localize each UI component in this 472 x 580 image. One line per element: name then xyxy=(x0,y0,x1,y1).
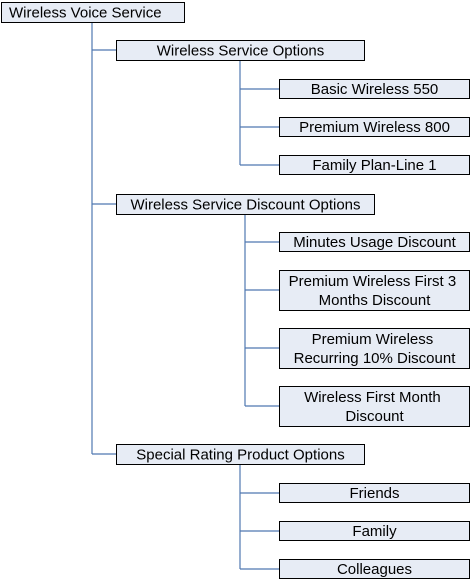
node-wireless-service-discount-options-label: Wireless Service Discount Options xyxy=(130,197,360,214)
node-minutes-usage-discount: Minutes Usage Discount xyxy=(279,232,470,252)
node-wireless-service-options: Wireless Service Options xyxy=(116,40,365,61)
node-family-plan-line-1-label: Family Plan-Line 1 xyxy=(312,157,436,174)
node-family-label: Family xyxy=(352,523,397,540)
connector-lines xyxy=(91,22,279,570)
node-wireless-service-options-label: Wireless Service Options xyxy=(157,43,325,60)
node-friends: Friends xyxy=(279,483,470,503)
node-wireless-first-month-discount-label: Wireless First Month Discount xyxy=(304,389,445,425)
node-premium-wireless-800: Premium Wireless 800 xyxy=(279,117,470,137)
node-special-rating-product-options: Special Rating Product Options xyxy=(116,444,365,465)
node-wireless-first-month-discount: Wireless First Month Discount xyxy=(279,386,470,427)
node-family: Family xyxy=(279,521,470,541)
node-root-label: Wireless Voice Service xyxy=(9,5,162,22)
node-premium-wireless-800-label: Premium Wireless 800 xyxy=(299,119,450,136)
node-premium-wireless-first-3-months-discount: Premium Wireless First 3 Months Discount xyxy=(279,270,470,311)
node-family-plan-line-1: Family Plan-Line 1 xyxy=(279,155,470,175)
node-basic-wireless-550: Basic Wireless 550 xyxy=(279,79,470,99)
node-friends-label: Friends xyxy=(349,485,399,502)
node-wireless-service-discount-options: Wireless Service Discount Options xyxy=(116,194,375,215)
node-special-rating-product-options-label: Special Rating Product Options xyxy=(136,447,344,464)
node-root: Wireless Voice Service xyxy=(1,2,185,23)
node-minutes-usage-discount-label: Minutes Usage Discount xyxy=(293,234,456,251)
node-colleagues-label: Colleagues xyxy=(337,561,412,578)
node-colleagues: Colleagues xyxy=(279,559,470,579)
node-premium-wireless-first-3-months-discount-label: Premium Wireless First 3 Months Discount xyxy=(289,273,461,309)
node-premium-wireless-recurring-10-discount: Premium Wireless Recurring 10% Discount xyxy=(279,328,470,369)
node-basic-wireless-550-label: Basic Wireless 550 xyxy=(311,81,439,98)
node-premium-wireless-recurring-10-discount-label: Premium Wireless Recurring 10% Discount xyxy=(294,331,457,367)
